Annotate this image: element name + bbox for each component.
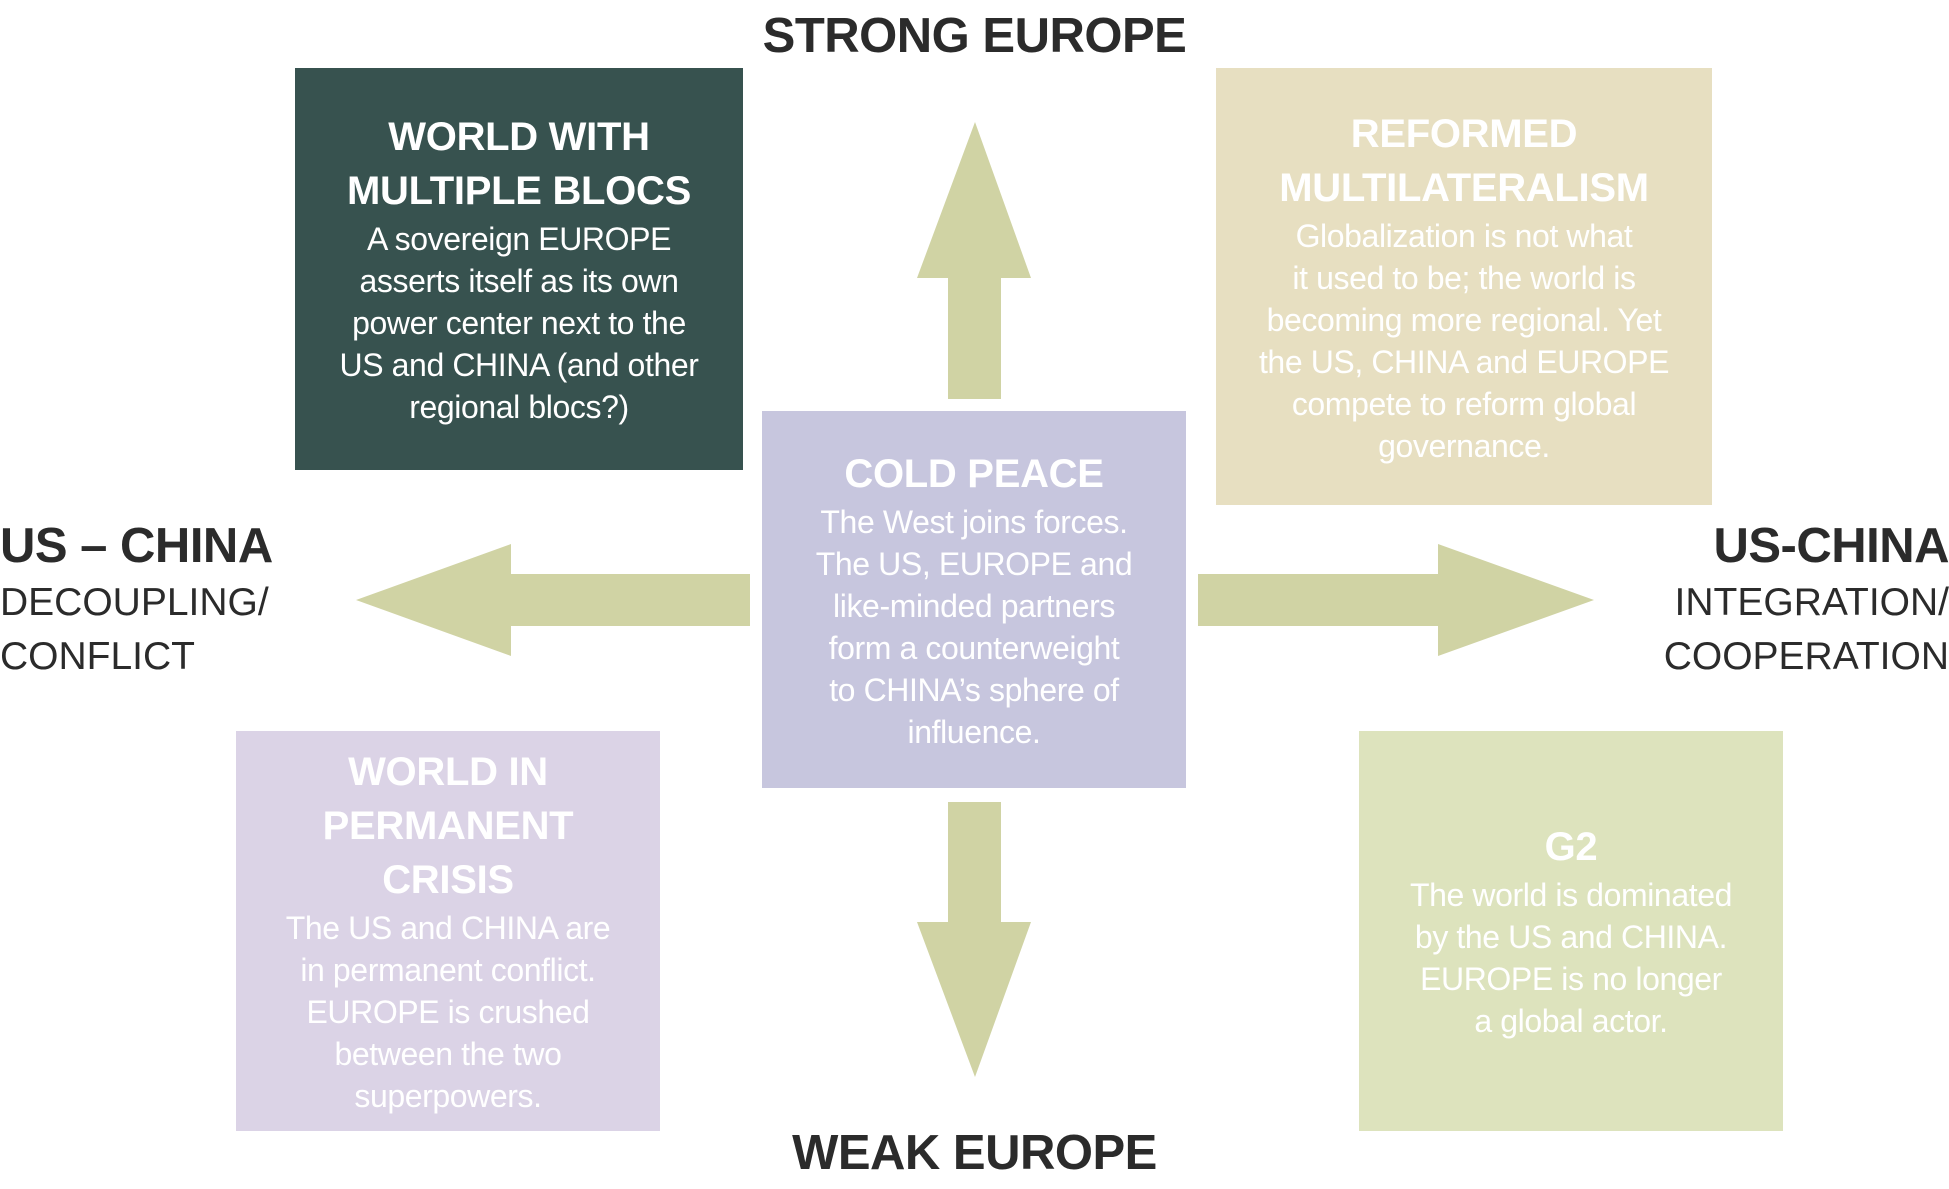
- axis-left-title: US – CHINA: [0, 519, 273, 573]
- axis-label-integration: US-CHINA INTEGRATION/ COOPERATION: [1664, 518, 1949, 684]
- axis-right-line1: INTEGRATION/: [1674, 581, 1949, 624]
- scenario-description: The world is dominated by the US and CHI…: [1409, 877, 1733, 1039]
- axis-right-line2: COOPERATION: [1663, 635, 1949, 678]
- scenario-title: G2: [1544, 825, 1598, 869]
- axis-label-decoupling: US – CHINA DECOUPLING/ CONFLICT: [0, 518, 273, 684]
- axis-left-line1: DECOUPLING/: [0, 581, 269, 624]
- axis-label-strong-europe: STRONG EUROPE: [762, 9, 1187, 63]
- arrow-down-icon: [917, 802, 1031, 1077]
- arrow-left-icon: [356, 544, 750, 656]
- scenario-description: The US and CHINA are in permanent confli…: [285, 910, 611, 1114]
- scenario-description: Globalization is not what it used to be;…: [1258, 217, 1670, 464]
- scenario-reformed-multilateralism: REFORMED MULTILATERALISM Globalization i…: [1216, 68, 1712, 505]
- scenario-multiple-blocs: WORLD WITH MULTIPLE BLOCS A sovereign EU…: [295, 68, 743, 470]
- scenario-cold-peace: COLD PEACE The West joins forces. The US…: [762, 411, 1186, 788]
- axis-label-weak-europe: WEAK EUROPE: [792, 1126, 1157, 1180]
- scenario-g2: G2 The world is dominated by the US and …: [1359, 731, 1783, 1131]
- axis-left-line2: CONFLICT: [0, 635, 195, 678]
- arrow-up-icon: [917, 122, 1031, 399]
- axis-right-title: US-CHINA: [1713, 519, 1949, 573]
- scenario-description: A sovereign EUROPE asserts itself as its…: [339, 221, 699, 425]
- scenario-permanent-crisis: WORLD IN PERMANENT CRISIS The US and CHI…: [236, 731, 660, 1131]
- scenario-title: REFORMED MULTILATERALISM: [1279, 111, 1649, 210]
- scenario-title: WORLD IN PERMANENT CRISIS: [322, 750, 574, 902]
- scenario-title: WORLD WITH MULTIPLE BLOCS: [347, 115, 691, 213]
- scenario-title: COLD PEACE: [844, 451, 1104, 496]
- arrow-right-icon: [1198, 544, 1594, 656]
- scenario-description: The West joins forces. The US, EUROPE an…: [815, 503, 1133, 750]
